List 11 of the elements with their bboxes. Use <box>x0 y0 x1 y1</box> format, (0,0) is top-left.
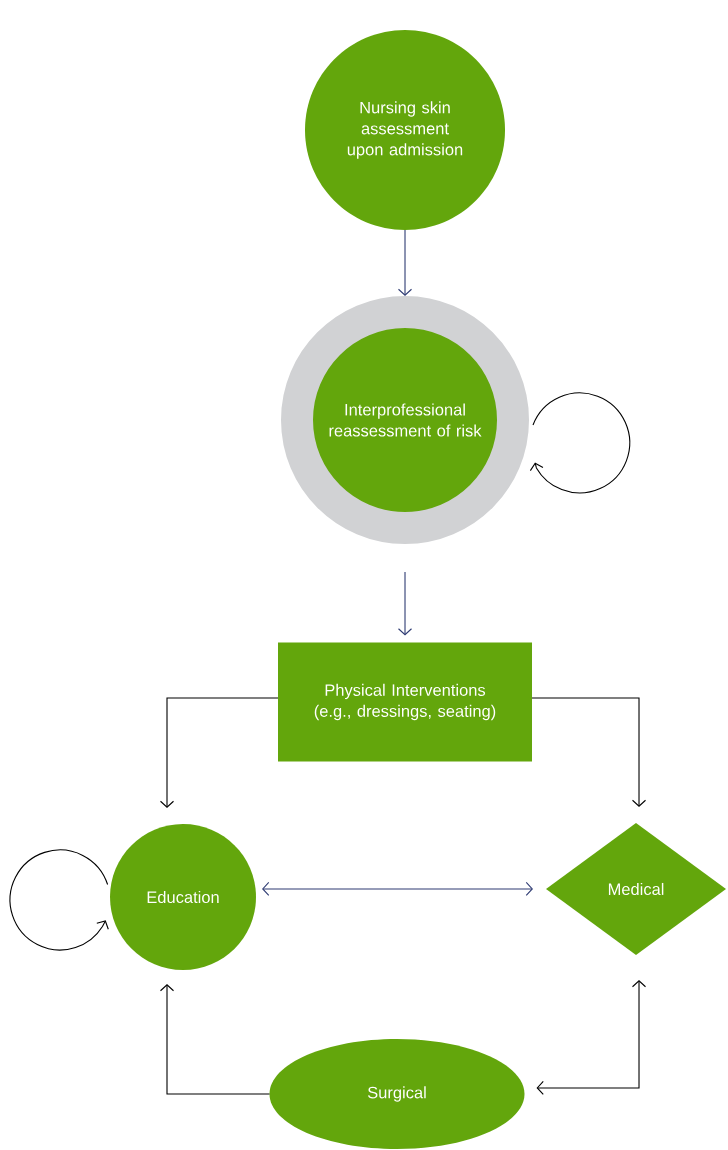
process-box: Physical Interventions (e.g., dressings, seating) <box>278 642 532 762</box>
arrow <box>397 571 413 636</box>
arrow <box>531 697 647 807</box>
double-arrow <box>262 881 533 897</box>
double-arrow <box>536 980 647 1096</box>
arrow <box>159 697 279 808</box>
loop-arrow <box>9 849 109 951</box>
arrow <box>159 984 271 1095</box>
ellipse-node: Surgical <box>269 1039 525 1149</box>
loop-arrow <box>529 392 631 494</box>
arrow <box>397 229 413 296</box>
